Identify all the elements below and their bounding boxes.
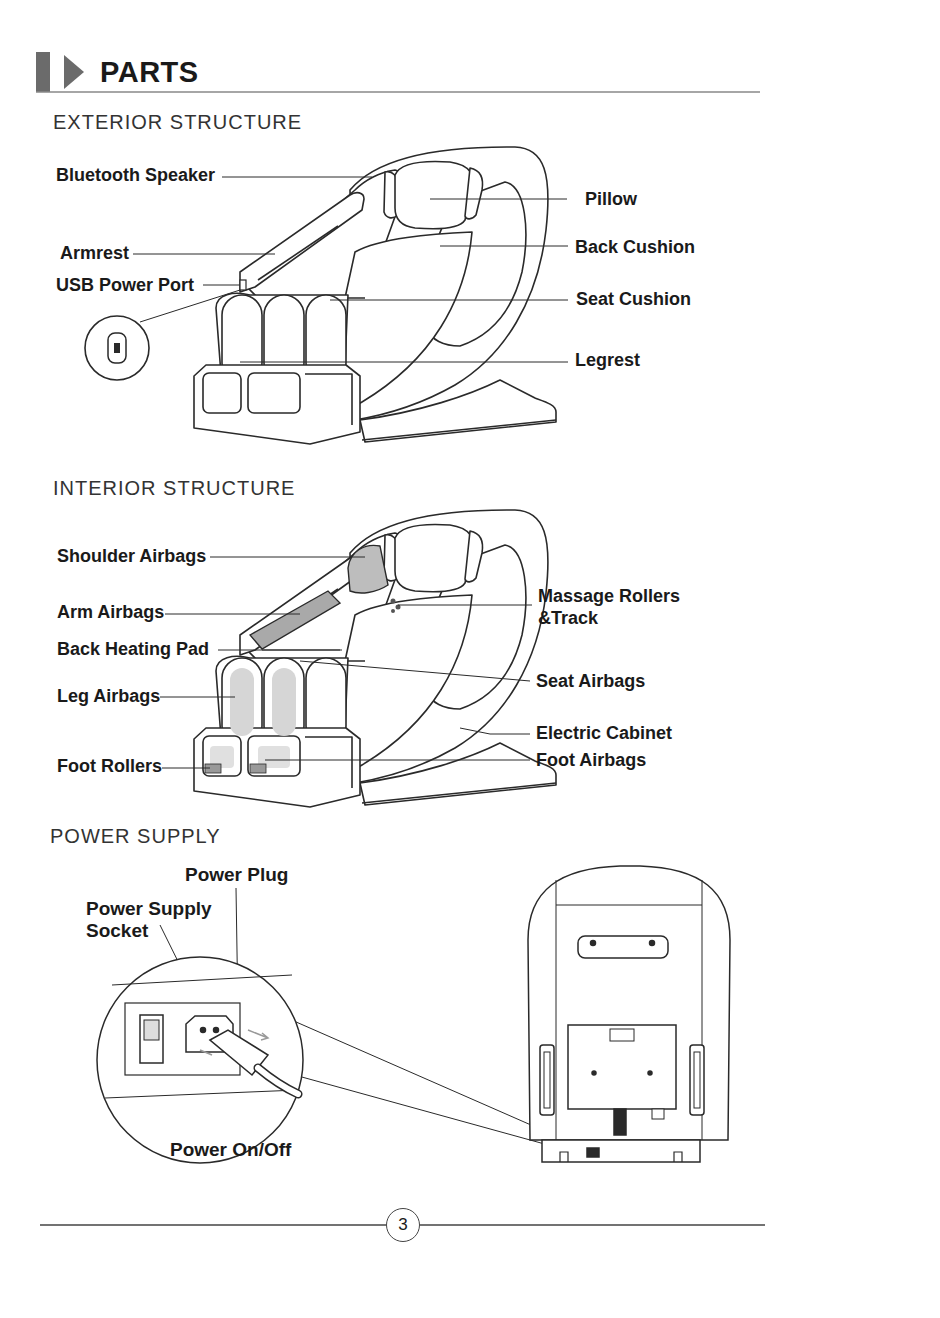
part-label: Power On/Off [170, 1139, 291, 1161]
arm-airbag [250, 591, 340, 649]
usb-inset-slot [114, 343, 120, 353]
part-label: Electric Cabinet [536, 722, 672, 744]
part-label: Arm Airbags [57, 601, 164, 623]
section-heading: INTERIOR STRUCTURE [53, 477, 295, 499]
leg-airbag [230, 668, 254, 736]
part-label: Legrest [575, 349, 640, 371]
section-heading: POWER SUPPLY [50, 825, 221, 847]
page-number-text: 3 [398, 1215, 407, 1235]
part-label: Bluetooth Speaker [56, 164, 215, 186]
chair-drawing [194, 147, 556, 444]
header-rule [36, 91, 760, 93]
part-label: USB Power Port [56, 274, 194, 296]
chair-back-view [528, 866, 730, 1162]
header-bar [36, 52, 760, 92]
section-heading: EXTERIOR STRUCTURE [53, 111, 302, 133]
massage-roller [391, 599, 401, 614]
part-label: Back Cushion [575, 236, 695, 258]
exterior-chair [85, 147, 556, 444]
part-label: Shoulder Airbags [57, 545, 206, 567]
foot-roller [250, 764, 266, 773]
part-label: Pillow [585, 188, 637, 210]
header-block [36, 52, 50, 92]
part-label: Seat Airbags [536, 670, 645, 692]
chair-drawing [194, 510, 556, 807]
usb-inset [85, 316, 149, 380]
part-label: Armrest [60, 242, 129, 264]
page-title: PARTS [100, 55, 199, 89]
header-chevron [64, 55, 84, 89]
part-label: Massage Rollers &Track [538, 585, 688, 629]
part-label: Foot Airbags [536, 749, 646, 771]
part-label: Power Plug [185, 864, 288, 886]
part-label: Back Heating Pad [57, 638, 209, 660]
power-switch [140, 1015, 163, 1063]
part-label: Leg Airbags [57, 685, 160, 707]
page-number: 3 [386, 1208, 420, 1242]
usb-port [240, 280, 246, 290]
part-label: Seat Cushion [576, 288, 691, 310]
usb-inset-port [108, 333, 126, 363]
interior-chair [194, 510, 556, 807]
rear-power-port [587, 1148, 599, 1157]
shoulder-airbag [348, 545, 388, 593]
leg-airbag [272, 668, 296, 736]
part-label: Foot Rollers [57, 755, 162, 777]
power-inset [97, 957, 303, 1163]
part-label: Power Supply Socket [86, 898, 221, 942]
